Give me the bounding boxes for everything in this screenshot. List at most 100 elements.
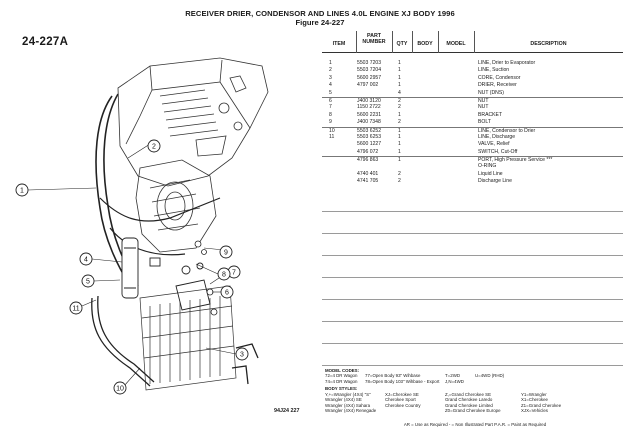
row-qty: 1	[398, 67, 401, 74]
svg-text:8: 8	[222, 272, 226, 279]
model-code: 77=Open Body 93" Wihbase	[365, 373, 421, 379]
row-part-number: J400 7348	[357, 119, 381, 126]
discharge-line-drawing	[91, 295, 259, 387]
evaporator-housing-drawing	[135, 159, 217, 253]
body-style: X1=Cherokee	[521, 397, 548, 403]
model-code: 78=Open Body 103" Wihbase - Export	[365, 378, 440, 384]
model-code: 74=4 DR Wagon	[325, 378, 358, 384]
body-style: Y1=Wrangler	[521, 391, 547, 397]
drier-line-drawing	[99, 197, 221, 256]
model-code: U=4WD (RHD)	[475, 373, 505, 379]
callout-9: 9	[219, 245, 233, 259]
fasteners-drawing	[194, 240, 218, 316]
svg-text:4: 4	[84, 257, 88, 264]
row-item: 7	[329, 104, 332, 111]
row-qty: 4	[398, 89, 401, 96]
row-description: Liquid Line	[478, 170, 503, 177]
body-style: Grand Cherokee Laredo	[445, 397, 493, 403]
row-item: 4	[329, 82, 332, 89]
header-body: BODY	[417, 41, 433, 47]
row-item: 6	[329, 97, 332, 104]
row-part-number: 5600 1227	[357, 141, 382, 148]
model-codes-heading: MODEL CODES:	[325, 368, 360, 373]
table-row: O-RING	[322, 163, 623, 170]
receiver-drier-drawing	[121, 237, 139, 299]
table-row: 3 5600 2957 1 CORE, Condensor	[322, 75, 623, 82]
model-code: J,N=4WD	[445, 378, 464, 384]
parts-illustration: 1 2 3 4 5 6 7 8 9 10 11	[15, 57, 269, 395]
header-model: MODEL	[446, 41, 466, 47]
svg-text:10: 10	[116, 386, 124, 393]
row-qty: 1	[398, 111, 401, 118]
row-item: 3	[329, 74, 332, 81]
row-qty: 2	[398, 104, 401, 111]
model-code: T=2WD	[445, 373, 461, 379]
callout-8: 8	[217, 267, 231, 281]
row-qty: 1	[398, 127, 401, 134]
row-part-number: 5600 2957	[357, 74, 382, 81]
row-qty: 2	[398, 97, 401, 104]
callout-10: 10	[113, 381, 127, 395]
row-part-number: 4741 705	[357, 178, 379, 185]
table-row: 8 5600 2231 1 BRACKET	[322, 112, 623, 119]
row-item: 2	[329, 67, 332, 74]
footer-legend: AR = Use as Required - = Non Illustrated…	[403, 422, 547, 427]
row-part-number: 4740 401	[357, 170, 379, 177]
body-style: XJX=Vehicles	[521, 408, 548, 413]
row-description: LINE, Drier to Evaporator	[478, 60, 536, 66]
row-part-number: 5503 7203	[357, 60, 382, 66]
row-description: LINE, Discharge	[478, 133, 516, 140]
row-description: Discharge Line	[478, 178, 512, 185]
svg-text:3: 3	[240, 352, 244, 359]
page-title: RECEIVER DRIER, CONDENSOR AND LINES 4.0L…	[185, 9, 455, 18]
row-description: NUT (DNS)	[478, 89, 504, 96]
figure-title: Figure 24-227	[295, 18, 345, 27]
callout-3: 3	[235, 347, 249, 361]
body-style: Cherokee Country	[385, 402, 421, 408]
model-code: 72=4 DR Wagon	[325, 373, 358, 379]
body-style: Z0=Grand Cherokee Europe	[445, 408, 501, 413]
svg-text:1: 1	[20, 188, 24, 195]
body-style: Z1=Grand Cherokee	[521, 402, 562, 408]
row-qty: 1	[398, 133, 401, 140]
row-item: 1	[329, 60, 332, 66]
header-item: ITEM	[332, 41, 346, 47]
callout-1: 1	[15, 183, 29, 197]
row-part-number: J400 3120	[357, 97, 381, 104]
engine-block-drawing	[117, 57, 269, 187]
table-body: 1 5503 7203 1 LINE, Drier to Evaporator 2 550…	[322, 60, 623, 186]
row-part-number: 4796 072	[357, 148, 379, 155]
row-description: BOLT	[478, 119, 491, 126]
row-qty: 1	[398, 141, 401, 148]
row-item: 9	[329, 119, 332, 126]
row-qty: 1	[398, 148, 401, 155]
callout-11: 11	[69, 301, 83, 315]
body-style: Y,+=Wrangler (4X4) "S"	[325, 391, 371, 397]
row-description: CORE, Condensor	[478, 74, 521, 81]
row-description: NUT	[478, 104, 489, 111]
row-description: BRACKET	[478, 111, 503, 118]
row-description: SWITCH, Cut-Off	[478, 148, 518, 155]
row-qty: 1	[398, 74, 401, 81]
header-qty: QTY	[396, 41, 408, 47]
svg-text:11: 11	[72, 306, 79, 313]
row-part-number: 5600 2231	[357, 111, 382, 118]
row-description: DRIER, Receiver	[478, 82, 517, 89]
figure-id: 24-227A	[22, 36, 69, 48]
callout-2: 2	[147, 139, 161, 153]
row-item: 8	[329, 111, 332, 118]
row-description: O-RING	[478, 163, 497, 170]
row-description: LINE, Suction	[478, 67, 510, 74]
callout-6: 6	[220, 285, 234, 299]
row-part-number: 5503 6253	[357, 133, 382, 140]
